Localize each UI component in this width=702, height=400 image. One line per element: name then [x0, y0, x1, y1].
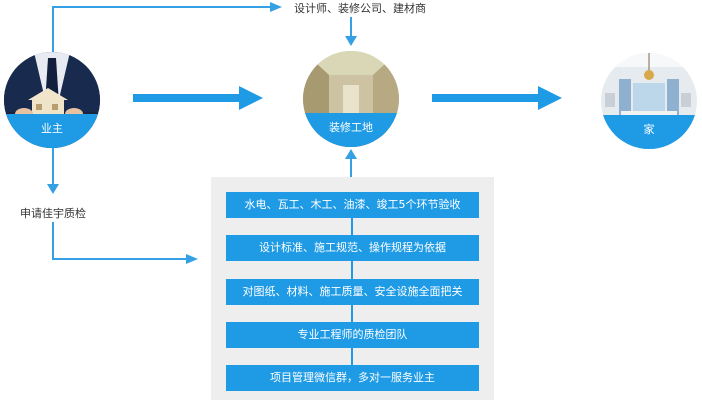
apply-right-line — [52, 258, 188, 260]
home-label: 家 — [601, 115, 697, 149]
apply-arrow-right — [186, 254, 198, 264]
site-to-home-arrow — [432, 86, 562, 110]
owner-down-line — [52, 148, 54, 186]
inspection-checklist-panel: 水电、瓦工、木工、油漆、竣工5个环节验收 设计标准、施工规范、操作规程为依据 对… — [211, 177, 494, 400]
partners-down-arrow — [345, 36, 357, 46]
panel-up-line — [350, 157, 352, 177]
panel-up-arrow — [345, 149, 357, 159]
owner-to-site-arrow — [133, 86, 263, 110]
owner-up-line — [52, 6, 54, 54]
checklist-step-4: 专业工程师的质检团队 — [226, 322, 479, 348]
site-node: 装修工地 — [303, 51, 399, 147]
apply-down-line — [52, 222, 54, 260]
partners-label: 设计师、装修公司、建材商 — [294, 2, 426, 15]
apply-inspection-label: 申请佳宇质检 — [20, 207, 86, 220]
owner-top-line — [52, 6, 272, 8]
checklist-step-1: 水电、瓦工、木工、油漆、竣工5个环节验收 — [226, 192, 479, 218]
checklist-step-5: 项目管理微信群，多对一服务业主 — [226, 365, 479, 391]
site-label: 装修工地 — [303, 113, 399, 147]
owner-node: 业主 — [4, 52, 100, 148]
owner-label: 业主 — [4, 114, 100, 148]
checklist-step-2: 设计标准、施工规范、操作规程为依据 — [226, 235, 479, 261]
home-node: 家 — [601, 53, 697, 149]
checklist-step-3: 对图纸、材料、施工质量、安全设施全面把关 — [226, 279, 479, 305]
partners-down-line — [350, 17, 352, 39]
top-arrow-right — [270, 2, 282, 12]
owner-down-arrow — [47, 184, 59, 194]
